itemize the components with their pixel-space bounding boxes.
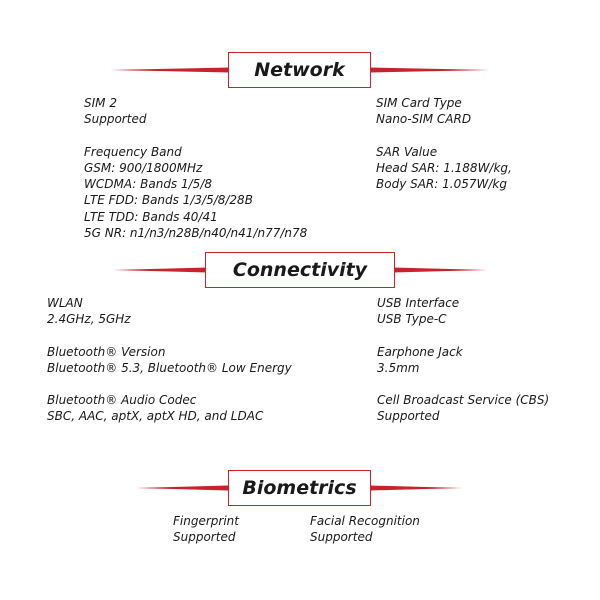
spacer (377, 376, 549, 392)
spec-value: Supported (173, 530, 236, 545)
spec-value: Body SAR: 1.057W/kg (376, 177, 507, 192)
spec-label: SAR Value (376, 144, 438, 159)
spec-label: Fingerprint (173, 514, 239, 528)
spec-label: SIM Card Type (376, 96, 462, 110)
spec-value: Nano-SIM CARD (376, 112, 472, 127)
spacer (84, 128, 307, 144)
network-heading: Network (228, 52, 371, 88)
spec-label: SIM 2 (84, 96, 117, 110)
spec-label: Earphone Jack (377, 344, 463, 359)
spec-value: SBC, AAC, aptX, aptX HD, and LDAC (47, 409, 264, 424)
spec-value: LTE TDD: Bands 40/41 (84, 209, 218, 224)
spec-value: LTE FDD: Bands 1/3/5/8/28B (84, 193, 253, 208)
spec-value: Head SAR: 1.188W/kg, (376, 160, 512, 175)
spec-label: USB Interface (377, 296, 460, 310)
spec-value: GSM: 900/1800MHz (84, 160, 203, 175)
spacer (47, 328, 292, 344)
spec-label: Bluetooth® Version (47, 344, 166, 359)
spacer (47, 376, 292, 392)
spec-value: WCDMA: Bands 1/5/8 (84, 177, 212, 192)
connectivity-heading: Connectivity (205, 252, 395, 288)
spec-value: Supported (310, 530, 373, 545)
spec-value: 2.4GHz, 5GHz (47, 312, 131, 327)
spec-label: Bluetooth® Audio Codec (47, 393, 197, 408)
spec-value: 3.5mm (377, 360, 420, 375)
spacer (376, 128, 512, 144)
biometrics-heading: Biometrics (228, 470, 371, 506)
spec-label: Frequency Band (84, 144, 182, 159)
spacer (377, 328, 549, 344)
spec-value: 5G NR: n1/n3/n28B/n40/n41/n77/n78 (84, 226, 308, 241)
spec-value: Bluetooth® 5.3, Bluetooth® Low Energy (47, 360, 292, 375)
spec-value: USB Type-C (377, 312, 447, 327)
spec-value: Supported (84, 112, 147, 127)
spec-value: Supported (377, 409, 440, 424)
spec-label: Facial Recognition (310, 514, 420, 528)
spec-label: Cell Broadcast Service (CBS) (377, 393, 550, 408)
spec-label: WLAN (47, 296, 83, 310)
